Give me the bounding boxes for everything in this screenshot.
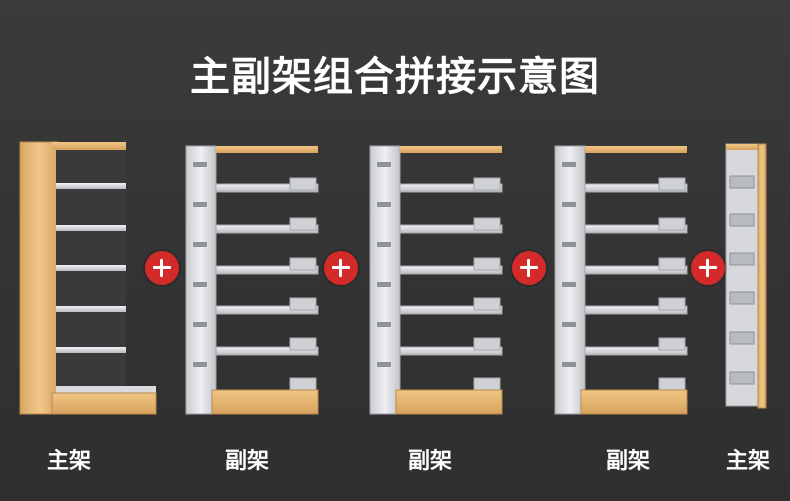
plus-icon xyxy=(512,251,546,285)
sub-shelf-1 xyxy=(185,145,319,415)
sub-shelf-3 xyxy=(554,145,688,415)
label-main-shelf-right: 主架 xyxy=(725,449,770,474)
plus-icon xyxy=(324,251,358,285)
plus-icon xyxy=(145,251,179,285)
label-sub-shelf-1: 副架 xyxy=(224,449,269,474)
main-shelf-left xyxy=(19,141,157,415)
label-sub-shelf-3: 副架 xyxy=(605,449,650,474)
main-shelf-right xyxy=(725,143,767,409)
plus-icon xyxy=(691,251,725,285)
sub-shelf-2 xyxy=(369,145,503,415)
label-sub-shelf-2: 副架 xyxy=(407,449,452,474)
page-title: 主副架组合拼接示意图 xyxy=(190,54,600,100)
label-main-shelf-left: 主架 xyxy=(46,449,91,474)
